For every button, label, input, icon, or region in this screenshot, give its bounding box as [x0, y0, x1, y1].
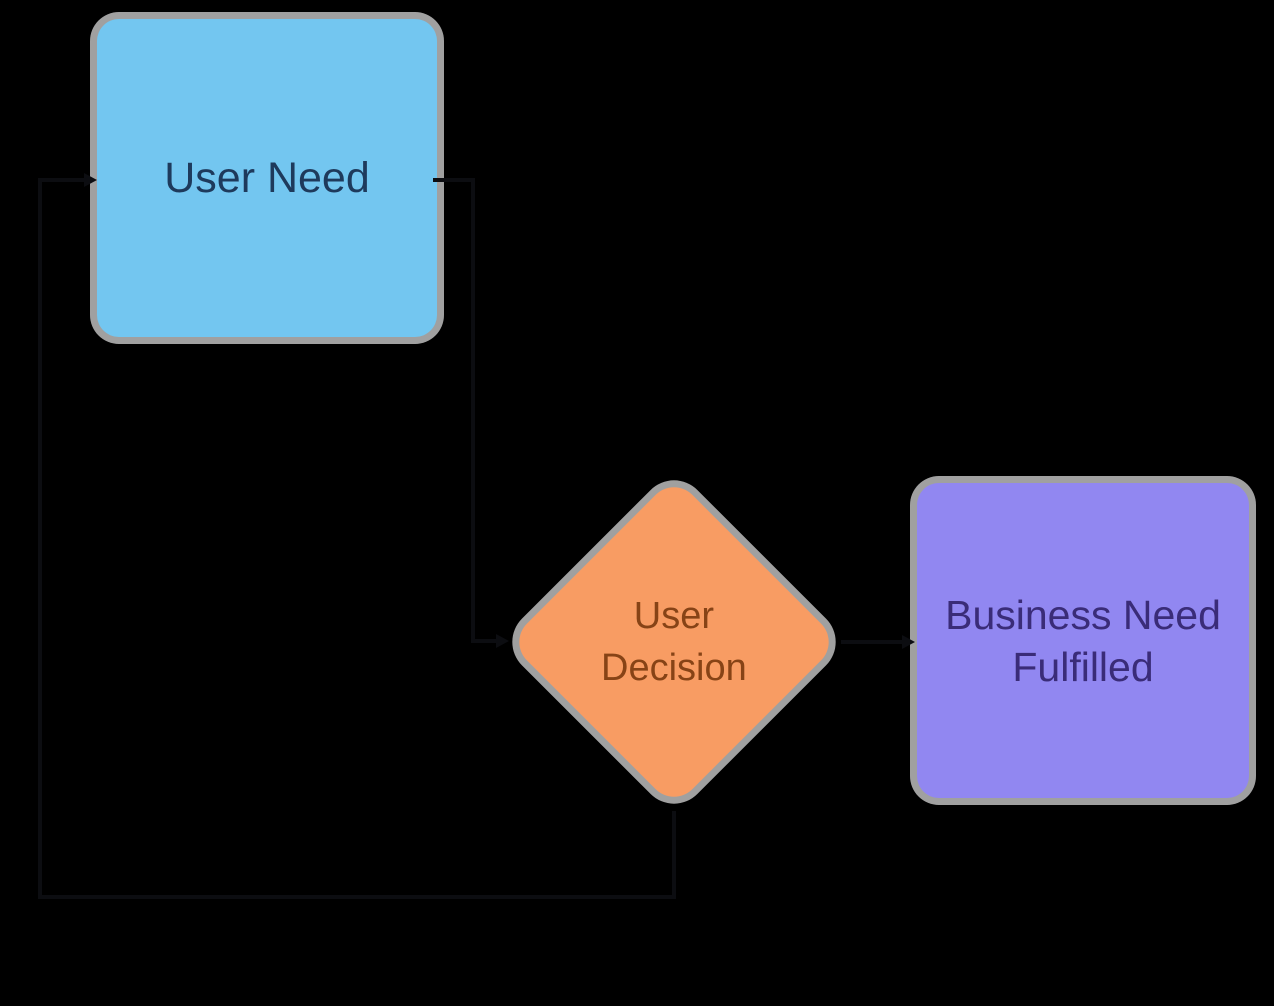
edge-decision-to-business-segment	[841, 640, 903, 644]
edge-userneed-to-decision-segment	[433, 178, 475, 182]
edge-decision-loopback-segment	[672, 811, 676, 899]
node-user-decision-diamond[interactable]: User Decision	[508, 476, 840, 808]
edge-decision-loopback-segment	[38, 178, 42, 899]
edge-decision-loopback-arrowhead-icon	[84, 173, 97, 187]
node-user-need-label: User Need	[164, 154, 370, 202]
edge-userneed-to-decision-segment	[471, 639, 497, 643]
edge-userneed-to-decision-arrowhead-icon	[496, 634, 509, 648]
edge-decision-loopback-segment	[40, 178, 85, 182]
node-user-need[interactable]: User Need	[97, 19, 437, 337]
node-business-need-label: Business Need Fulfilled	[945, 591, 1221, 690]
node-user-decision-label: User Decision	[601, 594, 747, 689]
edge-decision-loopback-segment	[38, 895, 676, 899]
edge-decision-to-business-arrowhead-icon	[902, 635, 915, 649]
edge-userneed-to-decision-segment	[471, 178, 475, 642]
node-business-need-fulfilled[interactable]: Business Need Fulfilled	[917, 483, 1249, 798]
